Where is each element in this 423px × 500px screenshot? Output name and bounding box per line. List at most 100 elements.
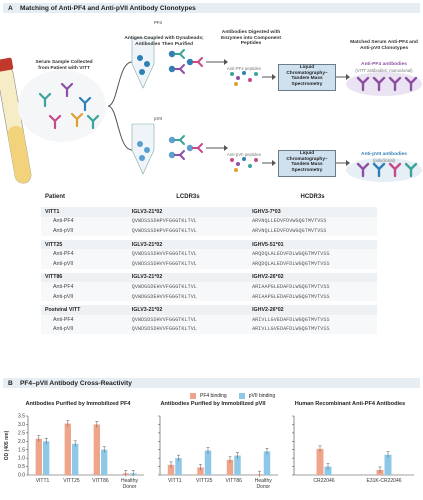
antibody-label: Anti-pVII bbox=[41, 226, 128, 236]
step-serum-text: Serum Sample Collected from Patient with… bbox=[35, 60, 93, 71]
antibody-label: Anti-pVII bbox=[41, 324, 128, 335]
result-pvii-title: Anti-pVII antibodies bbox=[361, 152, 407, 157]
pf4-peptides-icon bbox=[230, 71, 258, 86]
lcdr3-sequence: QVWDGSDEHVVFGGGTKLTVL bbox=[127, 291, 249, 302]
x-tick-label: CR22046 bbox=[313, 478, 334, 484]
x-tick-label: VITT25 bbox=[63, 478, 80, 484]
lcdr3-sequence: QVWDSSSDHVVFGGGTKLTVL bbox=[127, 249, 249, 259]
pf4-tube-icon bbox=[131, 37, 155, 89]
legend-pf4-swatch bbox=[190, 393, 196, 399]
heavy-gene: IGHV3-7*03 bbox=[248, 207, 377, 217]
step-matched-text: Matched Serum Anti-PF4 and Anti-pVII Clo… bbox=[350, 40, 418, 51]
x-tick-label: VITT1 bbox=[36, 478, 50, 484]
table-gap bbox=[41, 301, 377, 306]
x-tick-label: VITT25 bbox=[196, 478, 213, 484]
col-lcdr3-header: LCDR3s bbox=[127, 190, 249, 203]
panel-a-label: A bbox=[8, 5, 13, 12]
hcdr3-sequence: ARQDQLALEDVFDLWGQGTMVTVSS bbox=[248, 258, 377, 269]
pf4-result-bubble bbox=[346, 72, 422, 96]
patient-name: VITT1 bbox=[41, 207, 128, 217]
bar-pf4 bbox=[93, 424, 100, 475]
hcdr3-sequence: ARIVLLGVEDAFDLWGQGTMVTVSS bbox=[248, 314, 377, 325]
chart2-title: Antibodies Purified by Immobilized pVII bbox=[160, 401, 266, 407]
pf4-bead-antibodies-icon bbox=[168, 49, 203, 74]
bar-pvii bbox=[72, 443, 79, 475]
y-tick-label: 0.0 bbox=[18, 473, 25, 479]
y-tick-label: 3.0 bbox=[18, 422, 25, 428]
panel-a-title: Matching of Anti-PF4 and Anti-pVII Antib… bbox=[20, 5, 196, 12]
anti-pf4-antibodies-icon bbox=[356, 76, 418, 92]
hcdr3-sequence: ARVNQLLEDVFDVWGQGTMVTVSS bbox=[248, 216, 377, 227]
antibody-label: Anti-PF4 bbox=[41, 249, 128, 259]
pvii-tube-icon bbox=[131, 123, 155, 175]
legend-pf4-label: PF4 binding bbox=[200, 393, 227, 399]
step-digest-text: Antibodies Digested with Enzymes into Co… bbox=[220, 30, 282, 47]
bar-pf4 bbox=[197, 467, 204, 475]
tube-pvii-label: pVII bbox=[154, 116, 162, 121]
lcms-box-pvii: Liquid Chromatography–Tandem Mass Spectr… bbox=[278, 150, 336, 177]
legend-pvii-label: pVII binding bbox=[248, 393, 276, 399]
y-tick-label: 0.5 bbox=[18, 464, 25, 470]
chart1-title: Antibodies Purified by Immobilized PF4 bbox=[25, 401, 131, 407]
table-header-row: Patient LCDR3s HCDR3s bbox=[41, 190, 377, 203]
y-tick-label: 1.5 bbox=[18, 447, 25, 453]
y-tick-label: 2.5 bbox=[18, 430, 25, 436]
pvii-bead-antibodies-icon bbox=[168, 135, 203, 160]
antibody-label: Anti-PF4 bbox=[41, 216, 128, 227]
bar-pvii bbox=[263, 451, 271, 475]
hcdr3-sequence: ARIAAPGLEDAFDLWGQGTMVTVSS bbox=[248, 282, 377, 292]
col-hcdr3-header: HCDR3s bbox=[248, 190, 377, 203]
bar-pvii bbox=[234, 455, 241, 475]
antibody-label: Anti-pVII bbox=[41, 258, 128, 269]
bar-pf4 bbox=[316, 448, 324, 475]
table-gap bbox=[41, 203, 377, 207]
bar-pvii bbox=[204, 450, 212, 475]
lcdr3-sequence: QVWDSDSDHVVFGGGTKLTVL bbox=[127, 324, 249, 335]
legend-pvii-swatch bbox=[238, 393, 245, 399]
antibody-label: Anti-PF4 bbox=[41, 314, 128, 325]
tube-pf4-label: PF4 bbox=[154, 20, 162, 25]
x-tick-label: E31K-CR22046 bbox=[366, 478, 401, 484]
hcdr3-sequence: ARVNQLLEDVFDVWGQGTMVTVSS bbox=[248, 226, 377, 236]
lcdr3-sequence: QVWDSSSDHPVFGGGTKLTVL bbox=[127, 226, 249, 236]
workflow-illustration bbox=[0, 37, 422, 184]
hcdr3-sequence: ARIAAPGLEDAFDLWGQGTMVTVSS bbox=[248, 291, 377, 302]
x-tick-label: Healthy bbox=[121, 478, 138, 484]
arrow-split-top bbox=[107, 61, 133, 107]
hcdr3-sequence: ARIVLLGVEDAFDLWGQGTMVTVSS bbox=[248, 324, 377, 335]
heavy-gene: IGHV2-26*02 bbox=[248, 305, 377, 315]
light-gene: IGLV3-21*02 bbox=[127, 239, 249, 250]
x-tick-label: VITT86 bbox=[226, 478, 243, 484]
bar-pvii bbox=[43, 441, 50, 475]
x-tick-label: Healthy bbox=[255, 478, 272, 484]
bar-charts: 0.00.51.01.52.02.53.03.5OD (405 nm)VITT1… bbox=[4, 414, 414, 490]
panel-a-header bbox=[3, 3, 420, 13]
light-gene: IGLV3-21*02 bbox=[127, 272, 249, 283]
panel-b-label: B bbox=[8, 380, 13, 387]
bar-pf4 bbox=[226, 459, 234, 475]
peptides-pf4-label: Anti-PF4 peptides bbox=[226, 66, 262, 71]
lcdr3-sequence: QVWDSDSDHVVFGGGTKLTVL bbox=[127, 314, 249, 325]
lcdr3-sequence: QVWDSSSDHVVFGGGTKLTVL bbox=[127, 258, 249, 269]
x-tick-label: Donor bbox=[123, 484, 137, 490]
result-pf4-title: Anti-PF4 antibodies bbox=[361, 62, 407, 67]
serum-tube-icon bbox=[0, 57, 32, 184]
y-tick-label: 3.5 bbox=[18, 414, 25, 420]
bar-pvii bbox=[384, 454, 392, 475]
pvii-result-bubble bbox=[346, 158, 422, 182]
serum-bubble bbox=[18, 70, 106, 142]
patient-name: VITT86 bbox=[41, 272, 128, 283]
light-gene: IGLV3-21*02 bbox=[127, 207, 249, 217]
antibody-label: Anti-pVII bbox=[41, 291, 128, 302]
